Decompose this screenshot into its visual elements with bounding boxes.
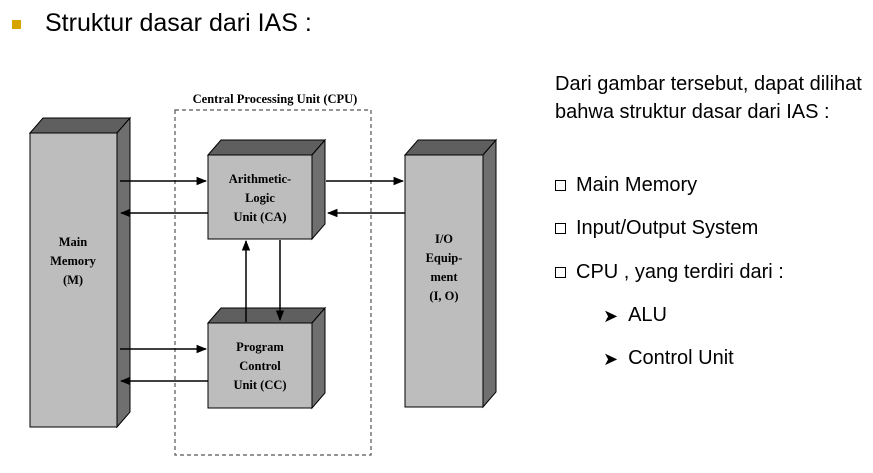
- io-label-4: (I, O): [429, 289, 458, 303]
- checkbox-icon: [555, 267, 566, 278]
- control-unit-label-2: Control: [239, 359, 281, 373]
- io-label-3: ment: [430, 270, 458, 284]
- io-label-1: I/O: [435, 232, 453, 246]
- alu-block: Arithmetic- Logic Unit (CA): [206, 138, 327, 241]
- alu-label-1: Arithmetic-: [229, 172, 291, 186]
- arrowhead-icon: ➤: [603, 305, 619, 326]
- control-unit-block: Program Control Unit (CC): [206, 306, 327, 410]
- cpu-boundary: [174, 109, 372, 456]
- sublist-item-label: Control Unit: [628, 347, 734, 369]
- sublist-item-label: ALU: [628, 304, 667, 326]
- arrowhead-icon: ➤: [603, 348, 619, 369]
- alu-label-3: Unit (CA): [233, 210, 286, 224]
- cpu-label: Central Processing Unit (CPU): [193, 92, 358, 106]
- list-item-label: CPU , yang terdiri dari :: [576, 261, 784, 283]
- control-unit-label-3: Unit (CC): [233, 378, 286, 392]
- checkbox-icon: [555, 180, 566, 191]
- square-bullet-icon: [12, 20, 21, 29]
- main-memory-label-2: Memory: [50, 254, 97, 268]
- list-item-label: Input/Output System: [576, 217, 759, 239]
- sublist-item-control-unit: ➤ Control Unit: [603, 347, 734, 370]
- main-memory-block: Main Memory (M): [28, 116, 132, 429]
- description-text: Dari gambar tersebut, dapat dilihat bahw…: [555, 73, 862, 123]
- list-item-io-system: Input/Output System: [555, 217, 758, 240]
- alu-label-2: Logic: [245, 191, 275, 205]
- main-memory-label-1: Main: [59, 235, 88, 249]
- checkbox-icon: [555, 223, 566, 234]
- io-label-2: Equip-: [426, 251, 463, 265]
- list-item-cpu: CPU , yang terdiri dari :: [555, 261, 784, 284]
- slide-title: Struktur dasar dari IAS :: [45, 9, 312, 37]
- list-item-label: Main Memory: [576, 174, 698, 196]
- main-memory-label-3: (M): [63, 273, 83, 287]
- io-equipment-block: I/O Equip- ment (I, O): [403, 138, 498, 409]
- list-item-main-memory: Main Memory: [555, 174, 697, 197]
- control-unit-label-1: Program: [236, 340, 284, 354]
- sublist-item-alu: ➤ ALU: [603, 304, 667, 327]
